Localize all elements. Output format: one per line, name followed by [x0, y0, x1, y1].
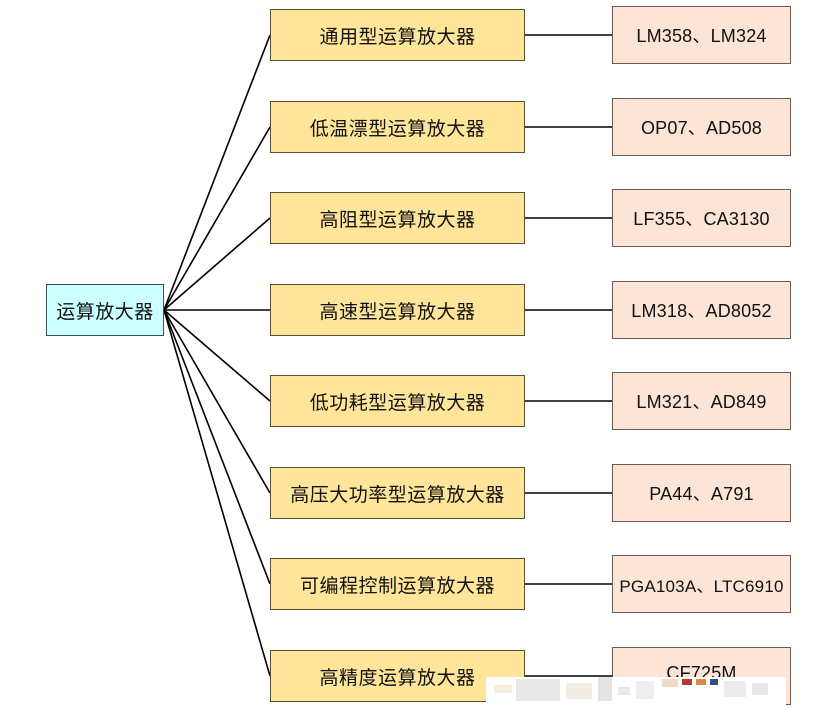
category-node-low-power: 低功耗型运算放大器 — [270, 375, 525, 427]
root-to-category-8-line — [163, 309, 271, 677]
example-node-high-speed: LM318、AD8052 — [612, 281, 791, 339]
root-to-category-1-line — [163, 34, 271, 311]
root-to-category-6-line — [163, 309, 271, 494]
root-to-category-2-line — [163, 126, 271, 311]
root-to-category-3-line — [163, 217, 271, 311]
blurred-watermark-strip — [486, 677, 786, 707]
category-node-low-drift: 低温漂型运算放大器 — [270, 101, 525, 153]
example-node-programmable: PGA103A、LTC6910 — [612, 555, 791, 613]
example-node-general-purpose: LM358、LM324 — [612, 6, 791, 64]
example-node-high-voltage-power: PA44、A791 — [612, 464, 791, 522]
example-node-low-drift: OP07、AD508 — [612, 98, 791, 156]
category-node-high-speed: 高速型运算放大器 — [270, 284, 525, 336]
root-node: 运算放大器 — [46, 284, 164, 336]
example-node-high-impedance: LF355、CA3130 — [612, 189, 791, 247]
category-node-high-impedance: 高阻型运算放大器 — [270, 192, 525, 244]
root-to-category-7-line — [163, 309, 271, 585]
category-node-programmable: 可编程控制运算放大器 — [270, 558, 525, 610]
category-node-high-precision: 高精度运算放大器 — [270, 650, 525, 702]
example-node-low-power: LM321、AD849 — [612, 372, 791, 430]
category-node-general-purpose: 通用型运算放大器 — [270, 9, 525, 61]
root-to-category-5-line — [163, 309, 271, 402]
category-node-high-voltage-power: 高压大功率型运算放大器 — [270, 467, 525, 519]
